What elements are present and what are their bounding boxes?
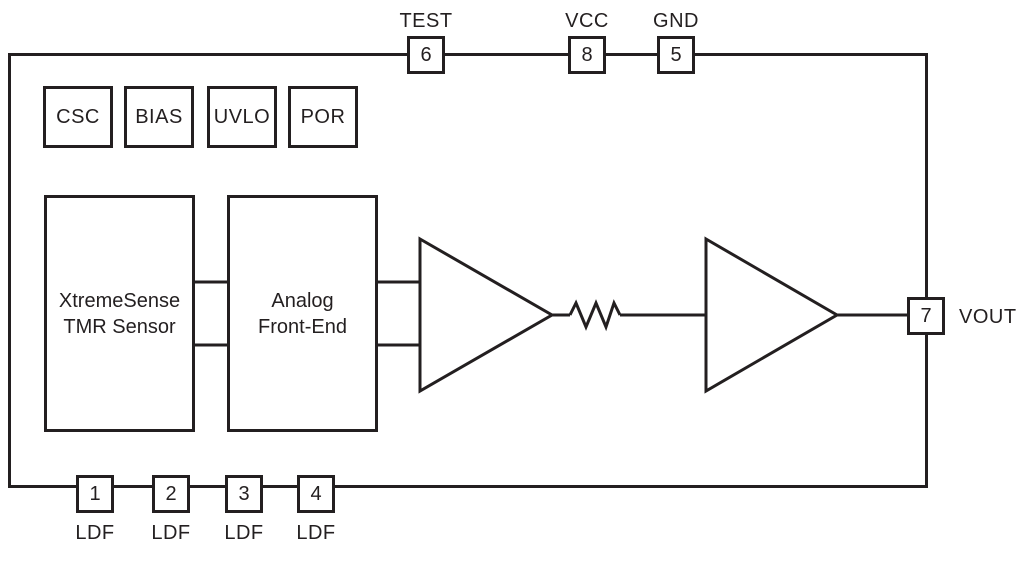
amplifier-1-symbol [418,236,556,394]
pin-box-test: 6 [407,36,445,74]
pin-label-vout: VOUT [959,306,1017,328]
block-tmr-sensor-line2: TMR Sensor [63,315,176,338]
pin-box-4: 4 [297,475,335,513]
resistor-symbol [568,299,622,332]
pin-label-gnd: GND [653,10,699,32]
pin-box-2: 2 [152,475,190,513]
pin-box-3: 3 [225,475,263,513]
pin-label-vcc: VCC [565,10,609,32]
pin-box-1: 1 [76,475,114,513]
pin-label-ldf-3: LDF [224,522,264,544]
block-analog-front-end: Analog Front-End [227,195,378,432]
chip-boundary-rect [8,53,928,488]
pin-label-ldf-4: LDF [296,522,336,544]
pin-label-ldf-2: LDF [151,522,191,544]
pin-label-ldf-1: LDF [75,522,115,544]
block-por: POR [288,86,358,148]
block-tmr-sensor: XtremeSense TMR Sensor [44,195,195,432]
pin-box-vout: 7 [907,297,945,335]
block-uvlo: UVLO [207,86,277,148]
pin-box-gnd: 5 [657,36,695,74]
block-afe-line2: Front-End [258,315,347,338]
amplifier-2-symbol [704,236,840,394]
block-csc: CSC [43,86,113,148]
pin-label-test: TEST [399,10,453,32]
block-afe-line1: Analog [271,289,334,312]
block-bias: BIAS [124,86,194,148]
pin-box-vcc: 8 [568,36,606,74]
block-tmr-sensor-line1: XtremeSense [58,289,181,312]
